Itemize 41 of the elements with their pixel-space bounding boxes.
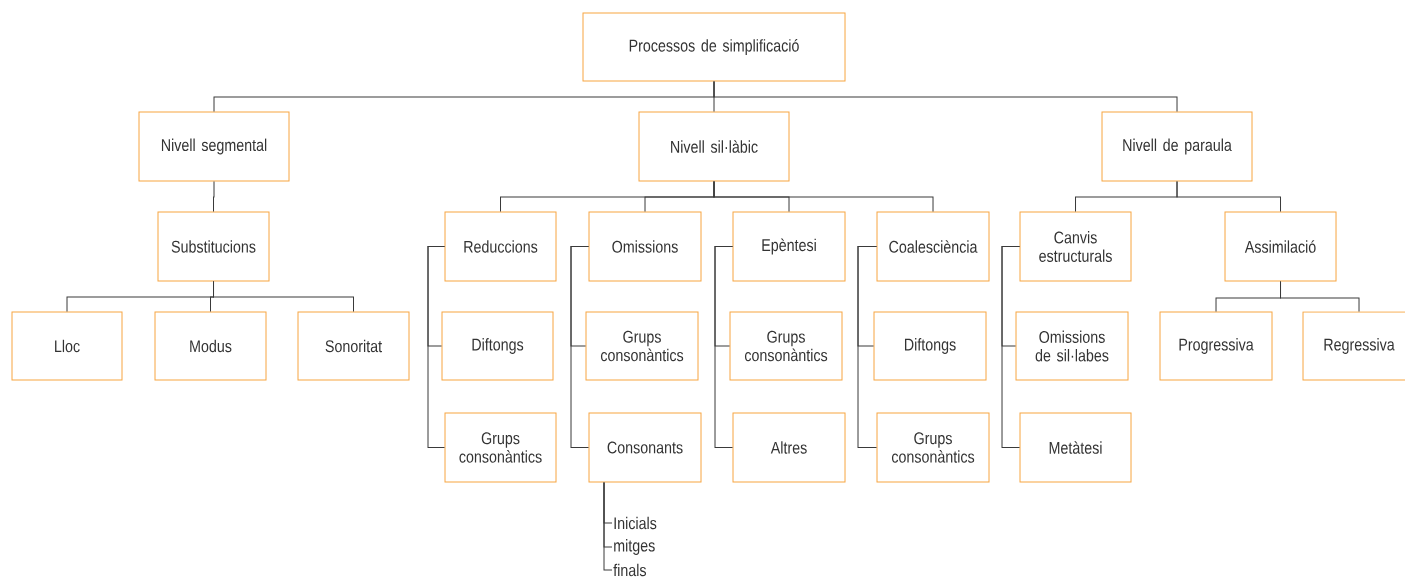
process-box: Regressiva xyxy=(1302,311,1405,381)
connector-line xyxy=(713,81,1178,112)
process-box: Grups consonàntics xyxy=(876,412,990,483)
process-box: Grups consonàntics xyxy=(585,311,699,381)
process-box: Consonants xyxy=(588,412,702,483)
connector-line xyxy=(570,246,589,448)
process-box: Sonoritat xyxy=(297,311,410,381)
process-box: Diftongs xyxy=(873,311,987,381)
connector-line xyxy=(1176,181,1281,212)
connector-line xyxy=(427,246,445,448)
process-box: Lloc xyxy=(11,311,123,381)
connector-line xyxy=(1001,246,1020,448)
process-box: Modus xyxy=(154,311,267,381)
process-box: Reduccions xyxy=(444,211,557,282)
process-box: Nivell segmental xyxy=(138,111,290,182)
process-box: Omissions xyxy=(588,211,702,282)
connector-line xyxy=(213,281,354,312)
connector-line xyxy=(714,246,733,448)
connector-line xyxy=(1280,281,1360,312)
process-box: Omissions de sil·labes xyxy=(1015,311,1129,381)
process-box: Processos de simplificació xyxy=(582,12,846,82)
list-item: Inicials xyxy=(614,516,657,530)
process-box: Nivell sil·làbic xyxy=(638,111,790,182)
connector-line xyxy=(603,482,613,571)
process-box: Substitucions xyxy=(157,211,270,282)
process-box: Metàtesi xyxy=(1019,412,1132,483)
list-item: mitges xyxy=(614,539,655,555)
process-box: Progressiva xyxy=(1159,311,1273,381)
process-box: Nivell de paraula xyxy=(1101,111,1253,182)
process-box: Altres xyxy=(732,412,846,483)
process-box: Canvis estructurals xyxy=(1019,211,1132,282)
connector-line xyxy=(857,246,877,448)
process-box: Coalesciència xyxy=(876,211,990,282)
list-item: finals xyxy=(613,563,647,577)
process-box: Epèntesi xyxy=(732,211,846,282)
process-box: Diftongs xyxy=(441,311,554,381)
connector-line xyxy=(213,181,215,212)
connector-line xyxy=(713,181,934,212)
process-box: Grups consonàntics xyxy=(444,412,557,483)
process-box: Grups consonàntics xyxy=(729,311,843,381)
process-box: Assimilació xyxy=(1224,211,1337,282)
